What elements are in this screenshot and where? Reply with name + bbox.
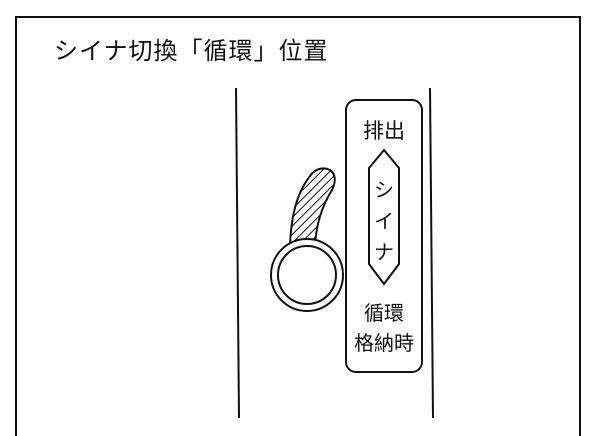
pointer-char-3: ナ	[374, 240, 394, 264]
label-discharge: 排出	[363, 119, 405, 143]
pointer-char-1: シ	[374, 178, 394, 202]
left-guide-line	[235, 87, 240, 418]
lever-knob-inner	[277, 245, 337, 305]
label-storage: 格納時	[354, 331, 414, 355]
lever-position-diagram: 排出 シ イ ナ 循環 格納時	[235, 87, 434, 418]
pointer-hexagon	[368, 148, 400, 286]
lever-knob-outer	[270, 238, 344, 312]
lever-arm	[288, 167, 336, 247]
right-guide-line	[429, 87, 434, 418]
diagram-frame	[15, 16, 581, 436]
label-circulation: 循環	[364, 301, 404, 325]
diagram-title: シイナ切換「循環」位置	[54, 37, 329, 65]
pointer-char-2: イ	[374, 209, 394, 233]
label-panel	[345, 99, 423, 373]
